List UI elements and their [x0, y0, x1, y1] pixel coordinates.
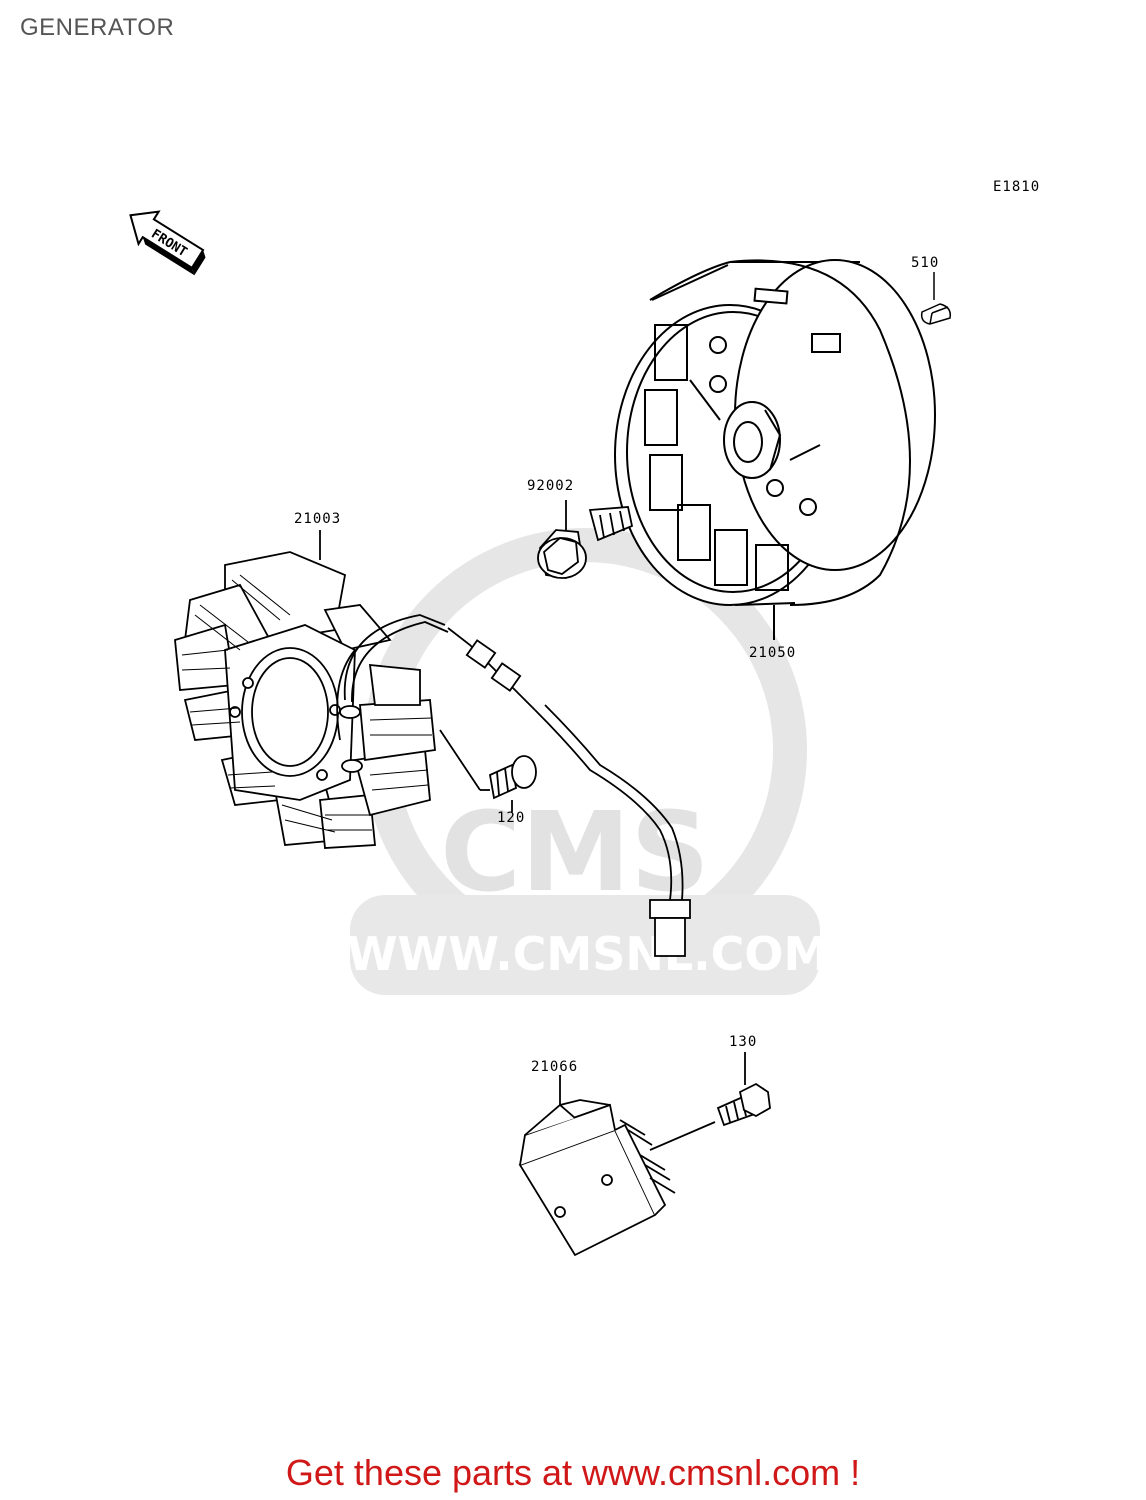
watermark-url: WWW.CMSNL.COM [347, 927, 830, 981]
footer-link-text[interactable]: Get these parts at www.cmsnl.com ! [285, 1452, 861, 1493]
page-title: GENERATOR [20, 14, 175, 41]
generator-diagram: CMS WWW.CMSNL.COM E1810 FRONT 510 [129, 179, 1040, 1257]
part-label-120: 120 [497, 810, 525, 826]
part-label-92002: 92002 [527, 478, 574, 494]
part-label-21003: 21003 [294, 511, 341, 527]
part-label-21050: 21050 [749, 645, 796, 661]
part-21050-rotor [614, 259, 936, 640]
part-120-screw [488, 755, 537, 812]
part-92002-bolt [537, 500, 634, 579]
part-21066-regulator [518, 1075, 676, 1257]
wiring-harness [336, 614, 691, 957]
part-label-21066: 21066 [531, 1059, 578, 1075]
watermark-brand: CMS [440, 788, 709, 916]
part-label-130: 130 [729, 1034, 757, 1050]
front-arrow-icon: FRONT [129, 210, 206, 276]
part-510-key [920, 272, 952, 325]
footer-link[interactable]: Get these parts at www.cmsnl.com ! [0, 1452, 1146, 1494]
part-21003-stator [174, 530, 436, 849]
part-130-bolt [649, 1052, 771, 1151]
part-label-510: 510 [911, 255, 939, 271]
stator-fin-lines [181, 574, 433, 833]
reference-code: E1810 [993, 179, 1040, 195]
